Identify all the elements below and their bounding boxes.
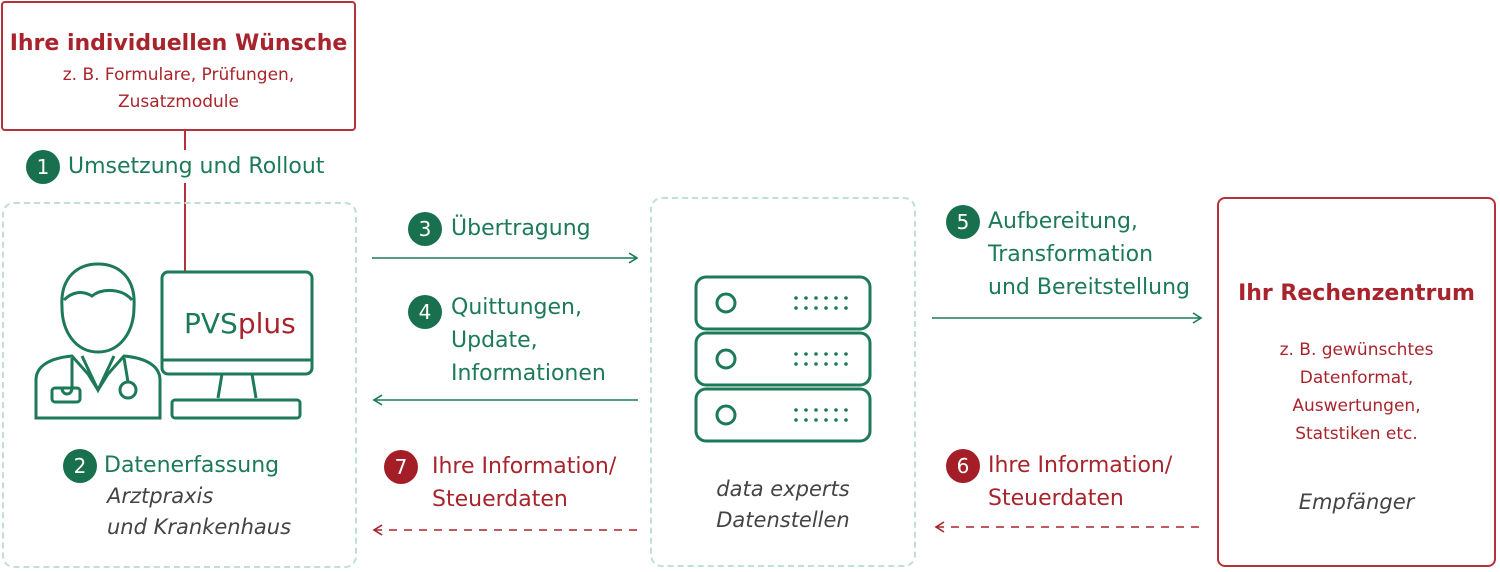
step-4-line-3: Informationen (451, 361, 606, 386)
wishes-subtitle: z. B. Formulare, Prüfungen, Zusatzmodule (3, 62, 354, 116)
step-3-badge: 3 (408, 212, 442, 246)
monitor-icon (160, 270, 314, 420)
server-label: data experts Datenstellen (650, 474, 916, 536)
datacenter-receiver: Empfänger (1298, 490, 1415, 514)
step-4-line-1: Quittungen, (451, 295, 582, 320)
step-5-badge: 5 (946, 205, 980, 239)
step-7-line-2: Steuerdaten (432, 487, 568, 512)
step-2-label: Datenerfassung (104, 453, 280, 478)
step-1-badge: 1 (26, 150, 60, 184)
arrow-left-dashed-6 (934, 521, 1202, 533)
wishes-title: Ihre individuellen Wünsche (9, 31, 348, 56)
step-6-line-2: Steuerdaten (988, 486, 1124, 511)
datacenter-line-1: z. B. gewünschtes (1279, 340, 1434, 360)
step-4-line-2: Update, (451, 328, 538, 353)
practice-box (2, 202, 357, 568)
datacenter-line-3: Auswertungen, (1292, 396, 1421, 416)
step-2-sub-line-1: Arztpraxis (107, 484, 214, 508)
server-icon (694, 275, 872, 443)
step-7-badge: 7 (384, 450, 418, 484)
step-5-line-2: Transformation (988, 242, 1154, 267)
step-5-line-3: und Bereitstellung (988, 275, 1191, 300)
arrow-right-processing (932, 312, 1203, 324)
step-5-line-1: Aufbereitung, (988, 209, 1138, 234)
arrow-left-dashed-7 (372, 524, 638, 536)
wishes-line-2: Zusatzmodule (118, 92, 239, 112)
step-6-badge: 6 (946, 449, 980, 483)
step-7-line-1: Ihre Information/ (432, 454, 617, 479)
datacenter-description: z. B. gewünschtes Datenformat, Auswertun… (1219, 336, 1494, 448)
doctor-icon (34, 262, 162, 420)
step-6-line-1: Ihre Information/ (988, 453, 1173, 478)
step-2-sub-line-2: und Krankenhaus (107, 515, 292, 539)
arrow-right-transfer (372, 252, 639, 264)
pvs-suffix: plus (237, 307, 296, 340)
server-label-line-2: Datenstellen (716, 508, 850, 532)
step-2-sub: Arztpraxis und Krankenhaus (107, 481, 291, 543)
wishes-line-1: z. B. Formulare, Prüfungen, (62, 65, 295, 85)
datacenter-line-4: Statstiken etc. (1295, 424, 1418, 444)
step-7-label: Ihre Information/ Steuerdaten (432, 450, 616, 516)
datacenter-title: Ihr Rechenzentrum (1238, 281, 1475, 306)
datacenter-box: Ihr Rechenzentrum z. B. gewünschtes Date… (1217, 197, 1496, 567)
step-4-label: Quittungen, Update, Informationen (451, 291, 606, 390)
step-3-label: Übertragung (451, 216, 591, 241)
step-6-label: Ihre Information/ Steuerdaten (988, 449, 1172, 515)
step-1-label: Umsetzung und Rollout (68, 150, 329, 183)
step-5-label: Aufbereitung, Transformation und Bereits… (988, 205, 1190, 304)
datacenter-line-2: Datenformat, (1299, 368, 1414, 388)
server-box (650, 197, 916, 567)
step-2-badge: 2 (63, 449, 97, 483)
connector-line (184, 131, 186, 271)
step-4-badge: 4 (408, 295, 442, 329)
pvs-logo: PVSplus (184, 307, 296, 340)
pvs-prefix: PVS (184, 307, 238, 340)
arrow-left-receipts (372, 394, 638, 406)
server-label-line-1: data experts (716, 477, 850, 501)
wishes-box: Ihre individuellen Wünsche z. B. Formula… (1, 1, 356, 131)
